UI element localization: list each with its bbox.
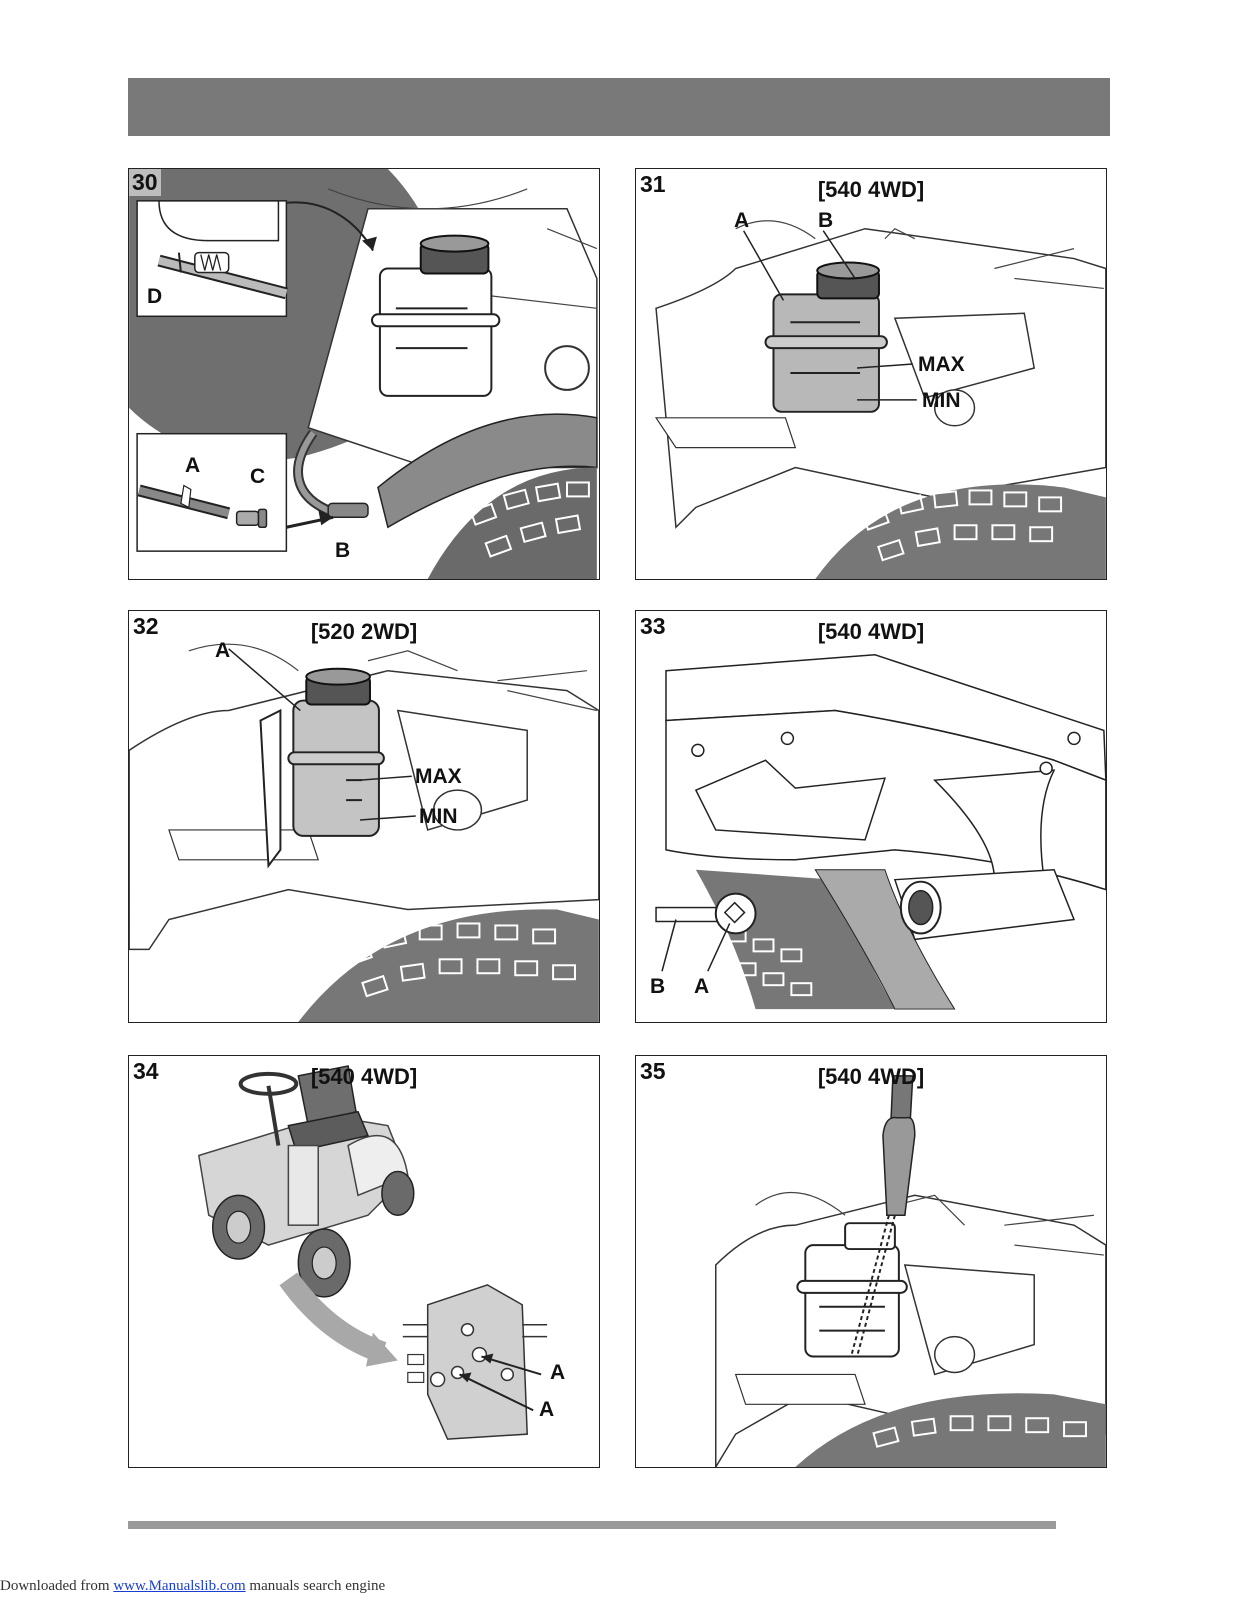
manualslib-link[interactable]: www.Manualslib.com <box>113 1578 246 1594</box>
figure-33-number: 33 <box>640 613 666 639</box>
figure-30-label-d: D <box>147 285 163 308</box>
figure-30-illustration <box>129 169 598 579</box>
figure-32: 32 [520 2WD] A MAX MIN <box>128 610 600 1023</box>
footer-prefix: Downloaded from <box>0 1578 114 1594</box>
figure-32-model: [520 2WD] <box>310 619 418 644</box>
figure-31: 31 [540 4WD] A B MAX MIN <box>635 168 1107 580</box>
figure-35: 35 [540 4WD] <box>635 1055 1107 1468</box>
header-bar <box>128 78 1110 136</box>
figure-34-label-a-upper: A <box>550 1361 566 1384</box>
figure-35-number: 35 <box>640 1058 666 1084</box>
figure-31-label-min: MIN <box>922 389 961 412</box>
figure-31-illustration <box>654 220 1106 579</box>
footer-bar <box>128 1521 1056 1529</box>
figure-30-label-b: B <box>335 539 351 562</box>
figure-30-label-c: C <box>250 465 266 488</box>
figure-31-label-a: A <box>734 209 750 232</box>
figure-33-illustration <box>655 654 1106 1010</box>
figure-34-number: 34 <box>133 1058 159 1084</box>
figure-31-label-b: B <box>818 209 834 232</box>
footer-download-note: Downloaded from www.Manualslib.com manua… <box>0 1578 385 1595</box>
figure-32-illustration <box>129 643 599 1022</box>
figure-34-illustration <box>197 1065 548 1440</box>
figure-31-number: 31 <box>640 171 666 197</box>
figure-34-label-a-lower: A <box>539 1398 555 1421</box>
footer-suffix: manuals search engine <box>245 1578 386 1594</box>
figure-34: 34 [540 4WD] A A <box>128 1055 600 1468</box>
figure-33: 33 [540 4WD] B A <box>635 610 1107 1023</box>
figure-32-label-max: MAX <box>415 765 462 788</box>
figure-31-model: [540 4WD] <box>817 177 925 202</box>
figure-35-model: [540 4WD] <box>817 1064 925 1089</box>
figure-35-illustration <box>715 1075 1106 1467</box>
figure-31-label-max: MAX <box>918 353 965 376</box>
figure-30-number: 30 <box>129 169 161 196</box>
figure-30: 30 D A C B <box>128 168 600 580</box>
figure-32-label-a: A <box>215 639 231 662</box>
figure-33-model: [540 4WD] <box>817 619 925 644</box>
figure-32-number: 32 <box>133 613 159 639</box>
figure-33-label-a: A <box>694 975 710 998</box>
figure-32-label-min: MIN <box>419 805 458 828</box>
figure-34-model: [540 4WD] <box>310 1064 418 1089</box>
figure-33-label-b: B <box>650 975 666 998</box>
figure-30-label-a: A <box>185 454 201 477</box>
